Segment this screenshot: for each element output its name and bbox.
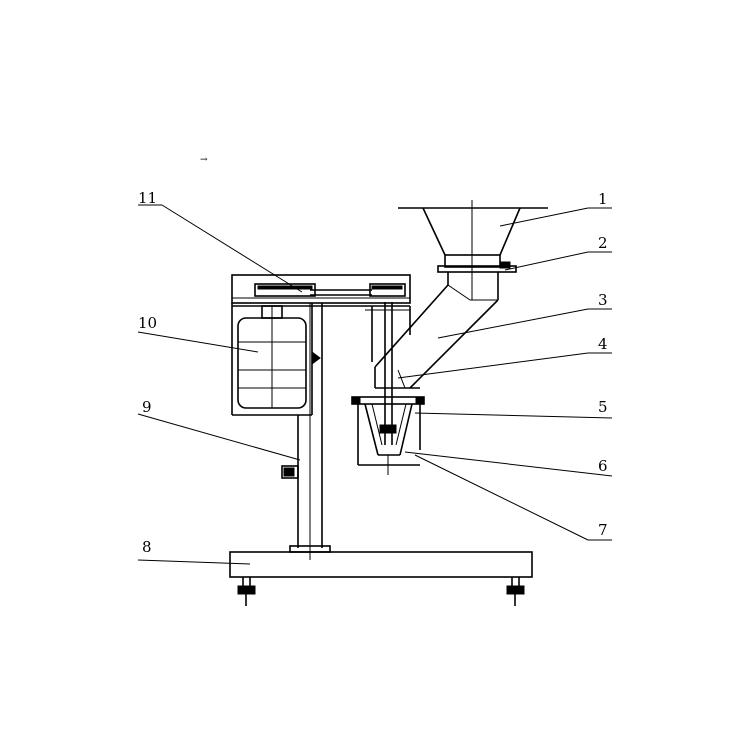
label-6: 6 — [598, 457, 608, 475]
feed-chute — [374, 272, 499, 389]
leader-9 — [137, 413, 301, 461]
grinding-chamber — [357, 403, 421, 475]
label-9: 9 — [142, 398, 152, 416]
leader-8 — [137, 559, 251, 565]
leader-2 — [504, 251, 589, 271]
label-4: 4 — [598, 335, 608, 353]
leader-1 — [499, 207, 589, 227]
flange-clamp — [437, 254, 517, 273]
label-10: 10 — [138, 314, 157, 332]
feed-hopper — [398, 200, 548, 300]
label-1: 1 — [598, 190, 608, 208]
belt-drive — [231, 274, 411, 362]
part-labels: 1 2 3 4 5 6 7 8 9 10 11 — [138, 189, 608, 556]
leader-5 — [414, 412, 613, 419]
support-column — [281, 303, 331, 560]
stray-arrow-mark: → — [200, 155, 208, 165]
rotor-shaft — [384, 302, 393, 445]
label-7: 7 — [598, 521, 608, 539]
leader-4 — [397, 352, 589, 379]
label-5: 5 — [598, 398, 608, 416]
label-11: 11 — [138, 189, 157, 207]
label-3: 3 — [598, 291, 608, 309]
leader-7 — [414, 454, 589, 541]
leader-6 — [404, 451, 613, 477]
leader-lines — [137, 204, 613, 565]
base-frame — [229, 551, 533, 606]
mounting-flange — [351, 396, 425, 405]
leader-3 — [437, 308, 589, 339]
label-2: 2 — [598, 234, 608, 252]
motor — [231, 303, 321, 416]
leader-10 — [137, 331, 259, 353]
label-8: 8 — [142, 538, 152, 556]
